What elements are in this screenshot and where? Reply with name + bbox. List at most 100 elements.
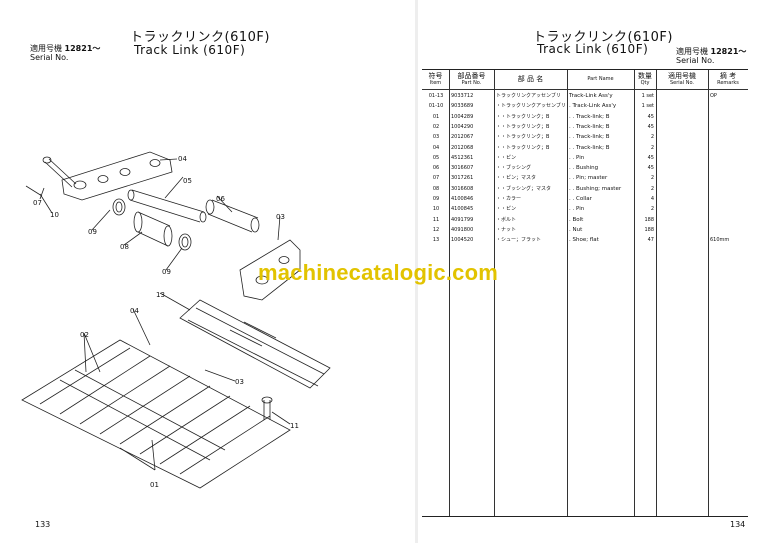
cell-item: 13 xyxy=(432,237,440,244)
cell-jp: ・・ブッシング；マスタ xyxy=(496,185,552,192)
cell-jp: ・・トラックリンク；B xyxy=(496,134,550,141)
cell-part: 9033712 xyxy=(451,93,474,99)
cell-part: 2012068 xyxy=(451,144,474,151)
callout-08: 08 xyxy=(120,243,129,251)
callout-05: 05 xyxy=(183,177,192,185)
cell-jp: ・ナット xyxy=(496,226,517,233)
cell-name: . . Pin xyxy=(569,154,585,161)
page-title-jp: トラックリンク(610F) xyxy=(533,30,673,45)
cell-jp: ・・トラックリンク；B xyxy=(496,144,550,151)
page-title-en: Track Link (610F) xyxy=(134,43,246,57)
cell-item: 01-13 xyxy=(428,93,444,99)
cell-jp: ・・トラックリンク；B xyxy=(496,123,550,130)
cell-part: 1004290 xyxy=(451,123,474,130)
cell-name: . . Pin; master xyxy=(569,175,608,182)
cell-jp: ・シュー；フラット xyxy=(496,237,542,244)
cell-name: . . Track-link; B xyxy=(569,144,610,151)
cell-item: 04 xyxy=(432,144,440,151)
cell-item: 05 xyxy=(432,154,440,161)
shoe-13-shape xyxy=(179,299,331,389)
cell-qty: 2 xyxy=(650,185,654,192)
callout-01: 01 xyxy=(150,481,159,489)
callout-07: 07 xyxy=(33,199,42,207)
link-04-shape xyxy=(61,151,173,201)
cell-item: 06 xyxy=(432,165,440,172)
cell-part: 3016608 xyxy=(451,185,474,192)
page-title-jp: トラックリンク(610F) xyxy=(130,30,270,45)
callout-03b: 03 xyxy=(235,378,244,386)
cell-qty: 4 xyxy=(650,196,654,202)
callout-10: 10 xyxy=(50,211,59,219)
cell-part: 1004520 xyxy=(451,237,474,244)
cell-jp: ・ボルト xyxy=(496,216,517,223)
cell-qty: 2 xyxy=(650,206,654,213)
cell-qty: 2 xyxy=(650,144,654,151)
callout-04: 04 xyxy=(178,155,187,163)
cell-name: . . Track-link; B xyxy=(569,113,610,120)
cell-qty: 47 xyxy=(647,237,654,244)
callout-13: 13 xyxy=(156,291,165,299)
serial-label-jp: 適用号機 xyxy=(30,44,62,53)
cell-part: 1004289 xyxy=(451,113,474,120)
cell-part: 4091800 xyxy=(451,226,474,233)
cell-item: 02 xyxy=(432,123,440,130)
cell-part: 9033689 xyxy=(451,103,474,110)
cell-part: 3017261 xyxy=(451,175,474,182)
cell-item: 12 xyxy=(432,226,440,233)
callout-09a: 09 xyxy=(88,228,97,236)
page-number: 134 xyxy=(730,520,746,529)
callout-11: 11 xyxy=(290,422,299,430)
table-row: 02 1004290 ・・トラックリンク；B . . Track-link; B 45 xyxy=(422,122,748,132)
serial-label-en: Serial No. xyxy=(676,56,715,65)
serial-label-en: Serial No. xyxy=(30,53,69,62)
serial-block: 適用号機 12821～ Serial No. xyxy=(30,44,100,62)
track-assembly-shape xyxy=(21,339,291,489)
cell-qty: 1 set xyxy=(641,93,654,99)
header-name-jp: 部 品 名 xyxy=(517,75,544,83)
callout-02: 02 xyxy=(80,331,89,339)
exploded-parts-diagram: 04 05 06 03 07 10 09 08 09 13 04 02 03 1… xyxy=(21,151,331,489)
cell-name: . . Pin xyxy=(569,206,585,213)
table-row: 04 2012068 ・・トラックリンク；B . . Track-link; B 2 xyxy=(422,143,748,153)
cell-jp: ・・カラー xyxy=(496,196,522,202)
cell-name: . . Track-link; B xyxy=(569,123,610,130)
header-part-name: Part Name xyxy=(587,76,614,82)
cell-name: . . Bushing xyxy=(569,165,599,172)
cell-qty: 45 xyxy=(647,123,654,130)
page-gutter xyxy=(415,0,418,543)
cell-name: . . Track-link; B xyxy=(569,134,610,141)
cell-name: . . Bushing; master xyxy=(569,185,622,192)
cell-part: 4100846 xyxy=(451,196,474,202)
callout-04b: 04 xyxy=(130,307,139,315)
cell-part: 4100845 xyxy=(451,206,474,213)
cell-item: 10 xyxy=(432,206,440,213)
cell-jp: ・トラックリンクアッセンブリ xyxy=(496,103,566,110)
callout-09b: 09 xyxy=(162,268,171,276)
cell-name: . Shoe; flat xyxy=(569,237,599,244)
watermark: machinecatalogic.com xyxy=(258,260,498,285)
pin-05-shape xyxy=(129,199,201,223)
page-title-en: Track Link (610F) xyxy=(537,42,649,56)
serial-value: 12821～ xyxy=(64,44,101,53)
cell-item: 07 xyxy=(432,175,440,182)
right-page: トラックリンク(610F) Track Link (610F) 適用号機 128… xyxy=(418,0,768,543)
cell-item: 01-10 xyxy=(428,103,444,110)
cell-item: 09 xyxy=(432,196,440,202)
callout-06: 06 xyxy=(216,195,225,203)
